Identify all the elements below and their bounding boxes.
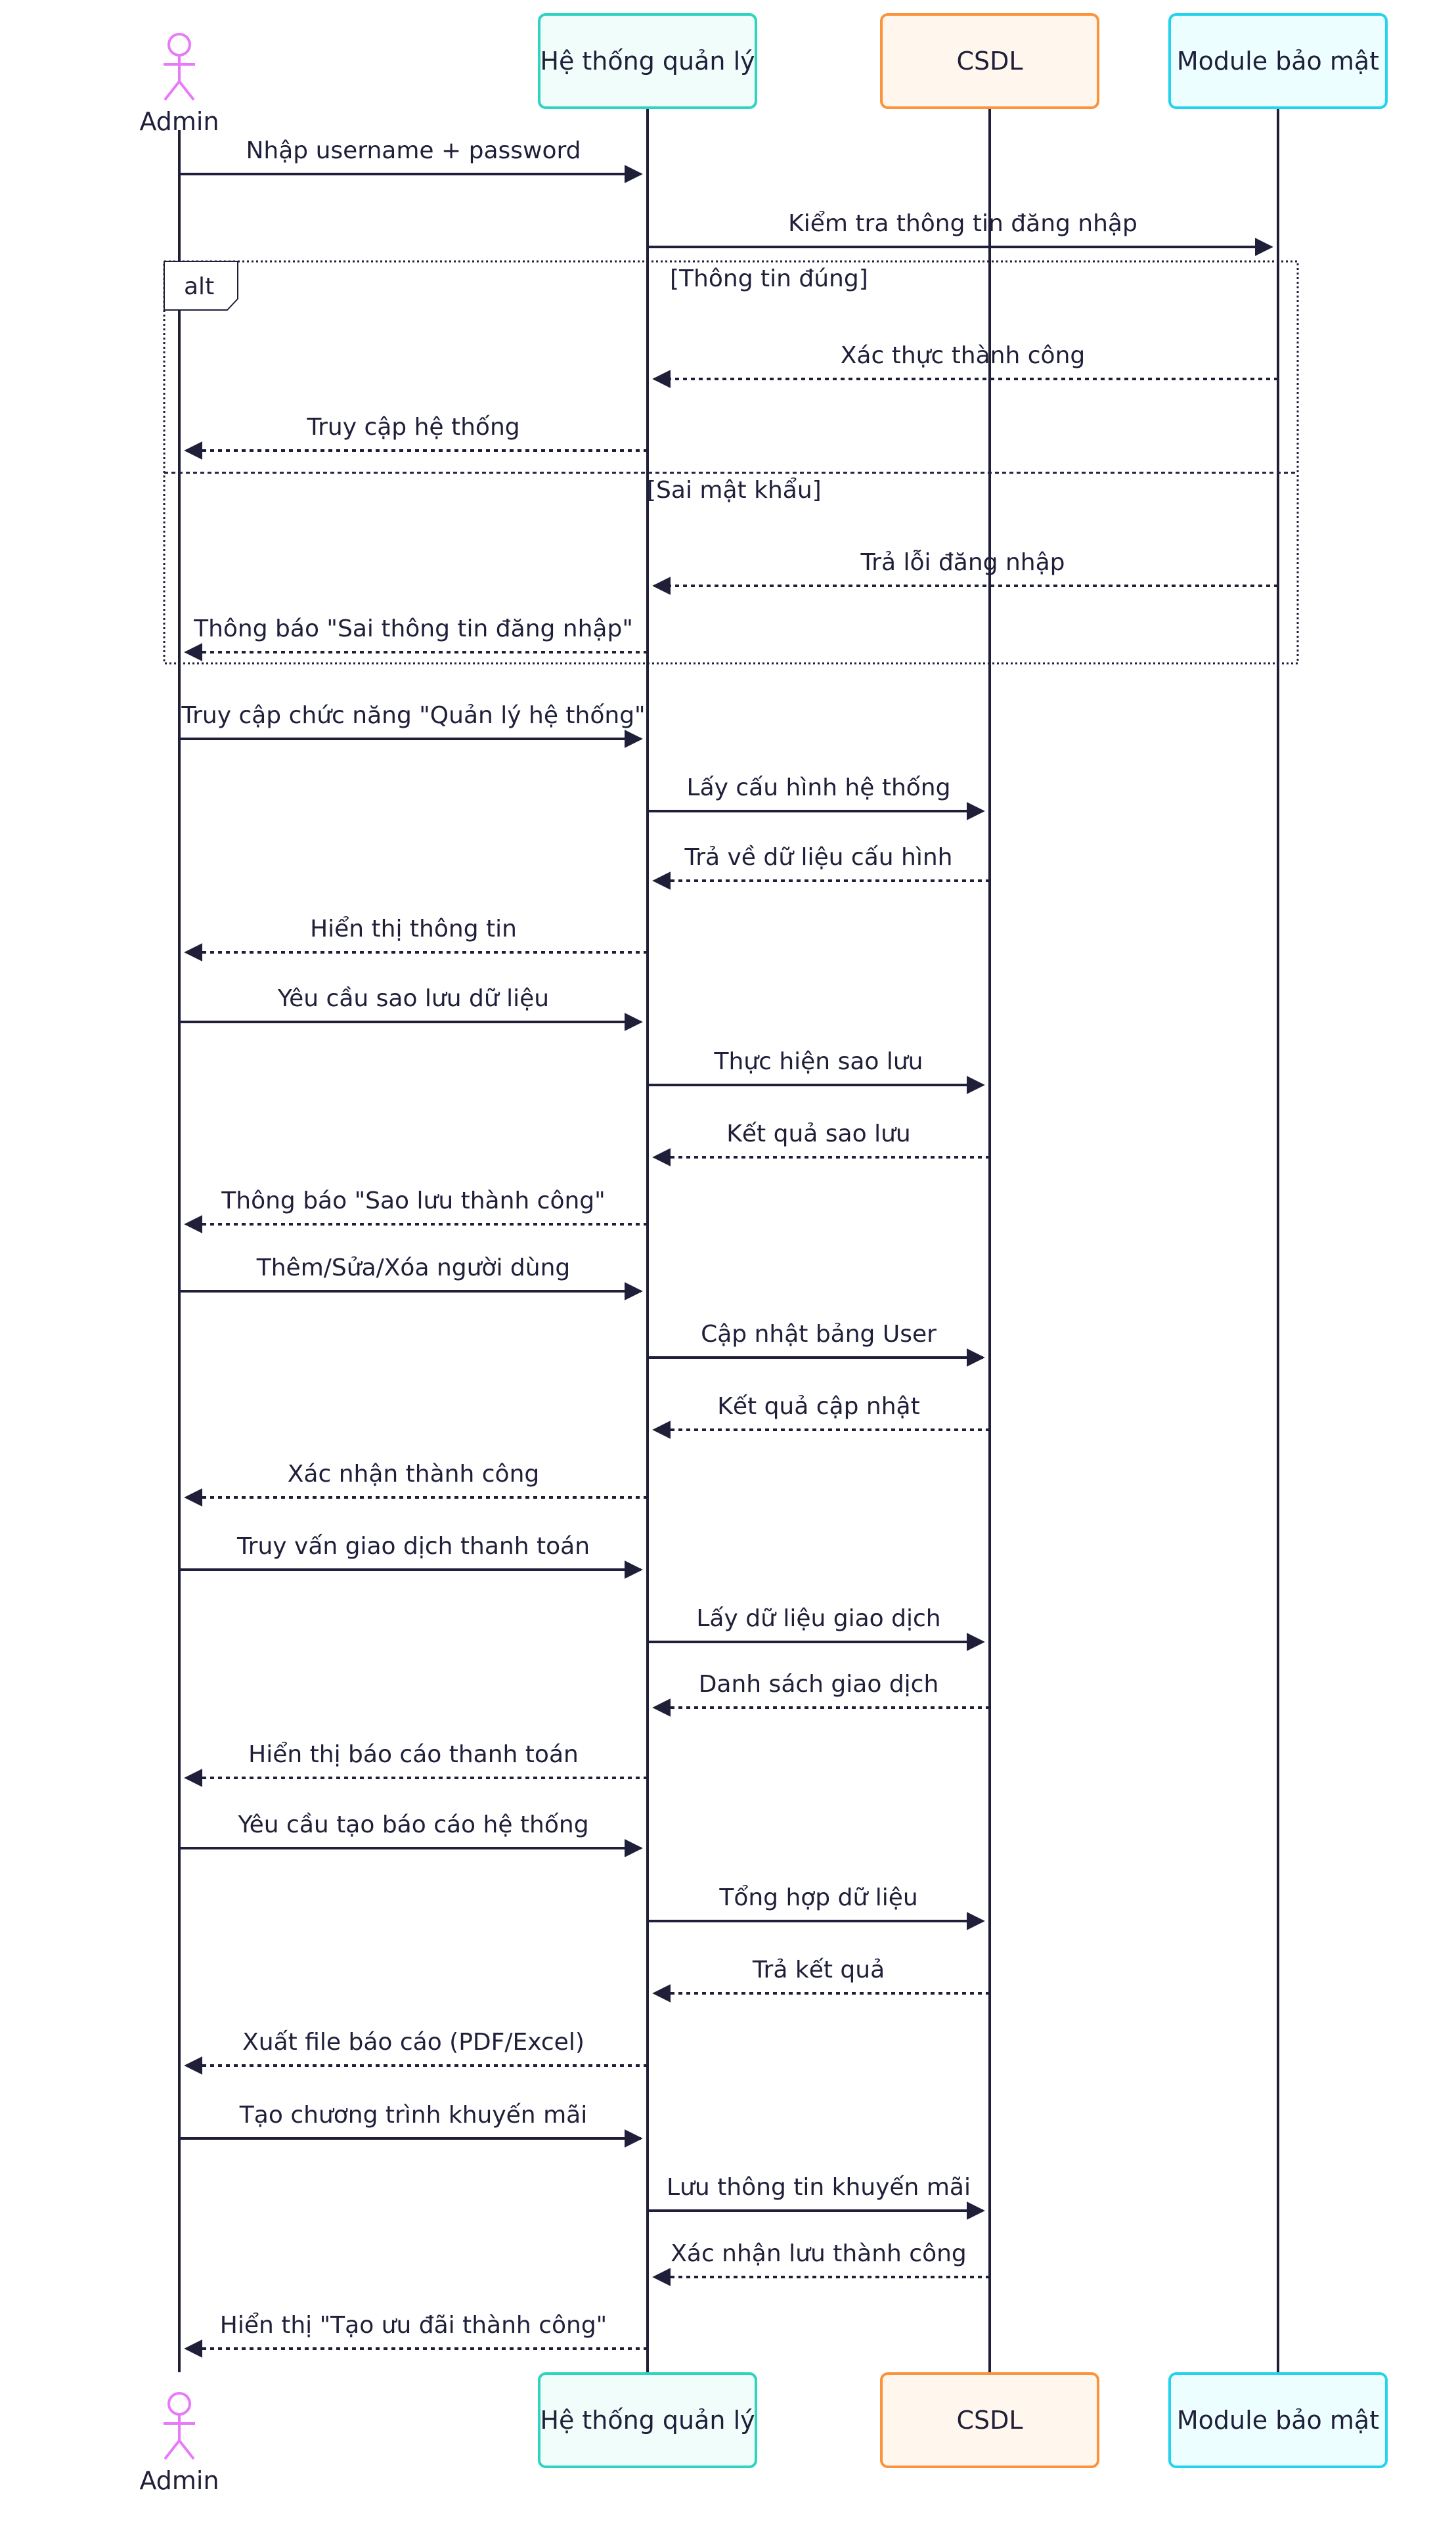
alt-fragment: alt [Thông tin đúng] [Sai mật khẩu] (163, 260, 1299, 665)
message-30: Hiển thị "Tạo ưu đãi thành công" (184, 2312, 648, 2358)
actor-leg-left (164, 80, 181, 101)
message-26: Xuất file báo cáo (PDF/Excel) (184, 2029, 648, 2075)
message-label: Trả lỗi đăng nhập (860, 549, 1065, 576)
message-label: Hiển thị báo cáo thanh toán (248, 1741, 579, 1768)
participant-security-top: Module bảo mật (1168, 13, 1388, 109)
message-label: Tạo chương trình khuyến mãi (239, 2102, 587, 2129)
participant-box (1168, 2372, 1388, 2468)
message-label: Thực hiện sao lưu (713, 1048, 923, 1075)
message-label: Xác thực thành công (841, 342, 1086, 369)
message-24: Tổng hợp dữ liệu (648, 1884, 985, 1930)
participant-box (538, 13, 757, 109)
actor-head (167, 2392, 191, 2416)
message-label: Yêu cầu sao lưu dữ liệu (277, 985, 549, 1012)
message-label: Xác nhận lưu thành công (671, 2240, 967, 2267)
message-label: Lấy dữ liệu giao dịch (696, 1605, 940, 1632)
message-9: Trả về dữ liệu cấu hình (652, 844, 990, 890)
message-label: Cập nhật bảng User (701, 1321, 937, 1348)
actor-leg-left (164, 2439, 181, 2460)
message-5: Trả lỗi đăng nhập (652, 549, 1278, 595)
message-8: Lấy cấu hình hệ thống (648, 774, 985, 820)
participant-security-bottom: Module bảo mật (1168, 2372, 1388, 2468)
message-25: Trả kết quả (652, 1957, 990, 2002)
message-2: Kiểm tra thông tin đăng nhập (648, 210, 1273, 256)
actor-bottom: Admin (139, 2392, 219, 2495)
participant-box (880, 13, 1099, 109)
actor-label-bottom: Admin (139, 2466, 219, 2495)
actor-top: Admin (139, 33, 219, 136)
message-21: Danh sách giao dịch (652, 1671, 990, 1717)
message-27: Tạo chương trình khuyến mãi (179, 2102, 643, 2148)
message-label: Kết quả sao lưu (726, 1120, 910, 1147)
message-28: Lưu thông tin khuyến mãi (648, 2174, 985, 2220)
message-7: Truy cập chức năng "Quản lý hệ thống" (179, 702, 646, 748)
message-label: Hiển thị "Tạo ưu đãi thành công" (220, 2312, 607, 2339)
message-label: Nhập username + password (246, 137, 581, 164)
message-18: Xác nhận thành công (184, 1461, 648, 1507)
message-label: Lưu thông tin khuyến mãi (667, 2174, 971, 2201)
message-22: Hiển thị báo cáo thanh toán (184, 1741, 648, 1787)
message-label: Tổng hợp dữ liệu (718, 1884, 917, 1911)
alt-tab (164, 261, 238, 311)
message-label: Truy vấn giao dịch thanh toán (236, 1533, 590, 1560)
message-17: Kết quả cập nhật (652, 1393, 990, 1439)
participant-label: Hệ thống quản lý (540, 47, 755, 76)
alt-guard-1: [Thông tin đúng] (670, 265, 868, 292)
alt-label: alt (184, 273, 214, 300)
message-label: Lấy cấu hình hệ thống (687, 774, 951, 801)
message-label: Xuất file báo cáo (PDF/Excel) (242, 2029, 585, 2056)
message-label: Truy cập chức năng "Quản lý hệ thống" (181, 702, 645, 729)
message-3: Xác thực thành công (652, 342, 1278, 388)
participant-label: Module bảo mật (1177, 47, 1379, 76)
participant-box (538, 2372, 757, 2468)
message-label: Thêm/Sửa/Xóa người dùng (256, 1254, 571, 1281)
message-label: Xác nhận thành công (288, 1461, 539, 1488)
message-15: Thêm/Sửa/Xóa người dùng (179, 1254, 643, 1300)
participant-box (880, 2372, 1099, 2468)
actor-head (167, 33, 191, 56)
message-label: Kiểm tra thông tin đăng nhập (788, 210, 1137, 237)
actor-leg-right (178, 80, 195, 101)
alt-frame (163, 260, 1299, 665)
participant-box (1168, 13, 1388, 109)
message-13: Kết quả sao lưu (652, 1120, 990, 1166)
message-6: Thông báo "Sai thông tin đăng nhập" (184, 615, 648, 661)
message-label: Hiển thị thông tin (310, 916, 517, 942)
message-1: Nhập username + password (179, 137, 643, 183)
actor-leg-right (178, 2439, 195, 2460)
participant-db-bottom: CSDL (880, 2372, 1099, 2468)
message-label: Trả kết quả (752, 1957, 885, 1983)
message-11: Yêu cầu sao lưu dữ liệu (179, 985, 643, 1031)
message-29: Xác nhận lưu thành công (652, 2240, 990, 2286)
message-14: Thông báo "Sao lưu thành công" (184, 1187, 648, 1233)
message-label: Trả về dữ liệu cấu hình (684, 844, 953, 871)
message-23: Yêu cầu tạo báo cáo hệ thống (179, 1811, 643, 1857)
message-20: Lấy dữ liệu giao dịch (648, 1605, 985, 1651)
participant-label: Module bảo mật (1177, 2406, 1379, 2435)
message-16: Cập nhật bảng User (648, 1321, 985, 1367)
message-label: Truy cập hệ thống (306, 414, 519, 441)
participant-db-top: CSDL (880, 13, 1099, 109)
message-label: Thông báo "Sai thông tin đăng nhập" (193, 615, 633, 642)
message-label: Danh sách giao dịch (699, 1671, 939, 1698)
alt-guard-2: [Sai mật khẩu] (647, 477, 822, 504)
participant-label: Hệ thống quản lý (540, 2406, 755, 2435)
message-12: Thực hiện sao lưu (648, 1048, 985, 1094)
message-4: Truy cập hệ thống (184, 414, 648, 460)
message-label: Kết quả cập nhật (717, 1393, 919, 1420)
message-10: Hiển thị thông tin (184, 916, 648, 962)
message-label: Yêu cầu tạo báo cáo hệ thống (237, 1811, 588, 1838)
participant-system-top: Hệ thống quản lý (538, 13, 757, 109)
message-label: Thông báo "Sao lưu thành công" (221, 1187, 605, 1214)
participant-label: CSDL (956, 2406, 1023, 2435)
message-19: Truy vấn giao dịch thanh toán (179, 1533, 643, 1579)
actor-label-top: Admin (139, 107, 219, 136)
participant-label: CSDL (956, 47, 1023, 76)
participant-system-bottom: Hệ thống quản lý (538, 2372, 757, 2468)
